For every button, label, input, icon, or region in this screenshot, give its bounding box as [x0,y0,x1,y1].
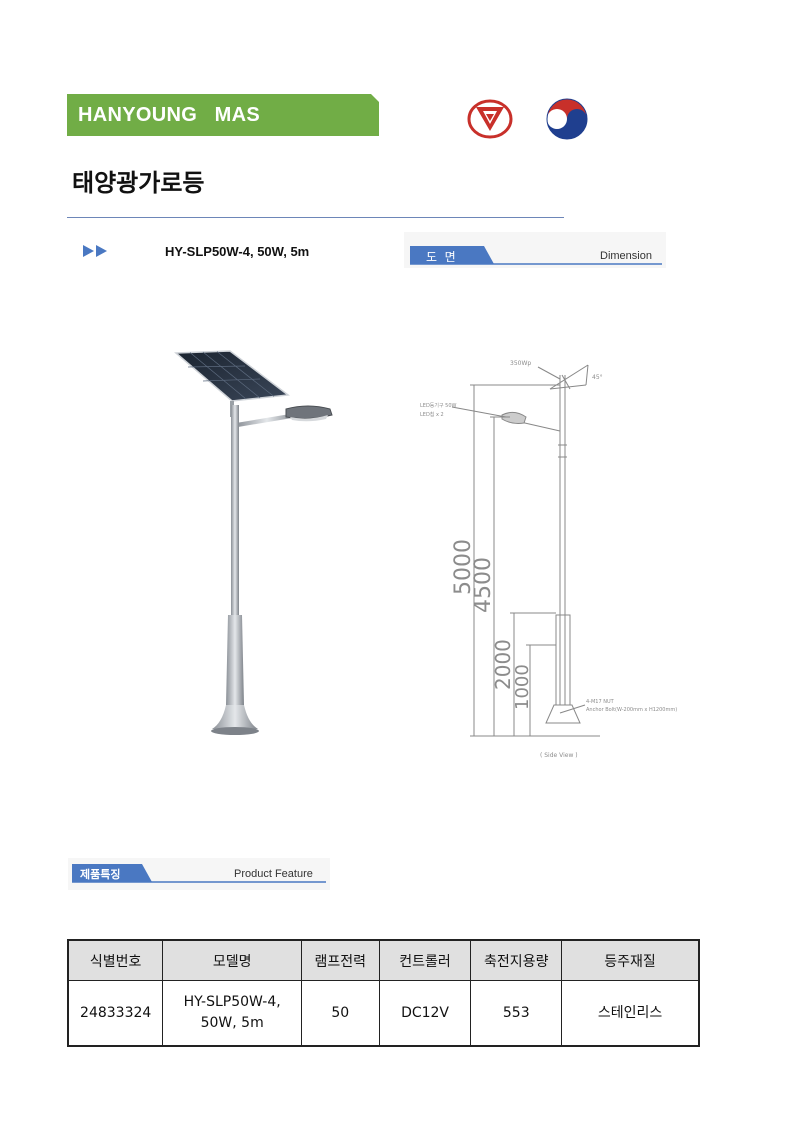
panel-note: 350Wp [510,360,531,367]
col-header-power: 램프전력 [300,939,380,981]
company-logo-icon [467,99,513,139]
feature-header-en: Product Feature [234,868,313,880]
table-row: 24833324 HY-SLP50W-4, 50W, 5m 50 DC12V 5… [67,980,700,1047]
col-header-model: 모델명 [162,939,302,981]
dimension-drawing: 5000 4500 2000 1000 350Wp 45° LED등기구 50W… [420,360,677,759]
cell-model-line-2: 50W, 5m [200,1015,264,1031]
lamp-note-2: LED칩 x 2 [420,411,444,418]
title-divider [67,217,564,218]
dim-label-1000: 1000 [512,664,533,710]
cell-id: 24833324 [67,980,164,1047]
table-header-row: 식별번호 모델명 램프전력 컨트롤러 축전지용량 등주재질 [67,939,700,981]
cell-material: 스테인리스 [561,980,700,1047]
side-view-label: ( Side View ) [540,752,578,759]
dimension-header: 도 면 Dimension [404,232,666,268]
anchor-note-1: 4-M17 NUT [586,699,615,705]
product-photo [174,350,333,735]
page-title: 태양광가로등 [72,169,205,197]
spec-table: 식별번호 모델명 램프전력 컨트롤러 축전지용량 등주재질 24833324 H… [67,939,700,1047]
cell-model-line-1: HY-SLP50W-4, [183,994,281,1010]
dimension-header-kr: 도 면 [426,250,456,264]
government-emblem-icon [546,98,588,140]
dimension-header-en: Dimension [600,250,652,262]
dim-label-5000: 5000 [451,539,476,595]
cell-controller: DC12V [378,980,472,1047]
col-header-material: 등주재질 [561,939,700,981]
cell-battery: 553 [470,980,563,1047]
lamp-note-1: LED등기구 50W [420,402,457,409]
feature-header-kr: 제품특징 [80,868,121,881]
dim-label-2000: 2000 [491,639,515,690]
dim-label-4500: 4500 [471,557,496,613]
model-heading: HY-SLP50W-4, 50W, 5m [165,244,310,259]
anchor-note-2: Anchor Bolt(W-200mm x H1200mm) [586,707,677,713]
col-header-controller: 컨트롤러 [378,939,472,981]
col-header-battery: 축전지용량 [470,939,563,981]
brand-name: HANYOUNG MAS [78,104,260,126]
double-arrow-icon [83,245,107,257]
cell-power: 50 [300,980,380,1047]
col-header-id: 식별번호 [67,939,164,981]
feature-header: 제품특징 Product Feature [68,858,330,890]
brand-banner [67,94,379,136]
angle-note: 45° [592,374,603,381]
cell-model: HY-SLP50W-4, 50W, 5m [162,980,302,1047]
